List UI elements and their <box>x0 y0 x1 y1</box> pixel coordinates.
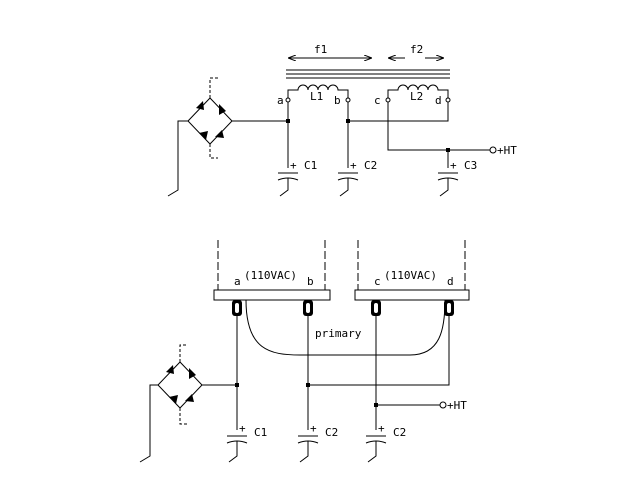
bottom-circuit: a (110VAC) b c (110VAC) d primary <box>139 240 470 463</box>
diode-icon <box>185 394 194 402</box>
plus-c1-top: + <box>290 159 297 172</box>
label-l2: L2 <box>410 90 423 103</box>
transformer-core-lines <box>286 69 450 79</box>
diode-icon <box>219 104 226 115</box>
label-top-c2: C2 <box>364 159 377 172</box>
label-bottom-b: b <box>307 275 314 288</box>
label-l1: L1 <box>310 90 323 103</box>
top-circuit: f1 f2 L1 a b L2 c d +HT <box>167 43 517 197</box>
terminal-lug-c <box>371 300 381 316</box>
diode-icon <box>199 131 208 140</box>
label-bottom-v1: (110VAC) <box>244 269 297 282</box>
terminal-lug-b <box>303 300 313 316</box>
label-f2: f2 <box>410 43 423 56</box>
capacitor-top-c2 <box>337 172 359 197</box>
label-top-ht: +HT <box>497 144 517 157</box>
label-top-c3: C3 <box>464 159 477 172</box>
diode-icon <box>169 395 178 404</box>
plus-c2-top: + <box>350 159 357 172</box>
label-primary: primary <box>315 327 362 340</box>
label-top-b: b <box>334 94 341 107</box>
label-top-d: d <box>435 94 442 107</box>
ht-terminal-bottom <box>439 401 447 409</box>
plus-c2b-bottom: + <box>378 422 385 435</box>
ht-terminal-top <box>489 146 497 154</box>
capacitor-bottom-c2a <box>297 435 319 463</box>
label-bottom-ht: +HT <box>447 399 467 412</box>
label-bottom-d: d <box>447 275 454 288</box>
label-bottom-a: a <box>234 275 241 288</box>
label-bottom-c1: C1 <box>254 426 267 439</box>
label-bottom-c2a: C2 <box>325 426 338 439</box>
diode-icon <box>189 368 196 379</box>
capacitor-top-c3 <box>437 172 459 197</box>
capacitor-bottom-c2b <box>365 435 387 463</box>
bridge-rectifier-top <box>167 77 288 197</box>
label-f1: f1 <box>314 43 327 56</box>
inductor-l1 <box>285 84 351 103</box>
plus-c1-bottom: + <box>239 422 246 435</box>
label-top-c1: C1 <box>304 159 317 172</box>
label-bottom-c: c <box>374 275 381 288</box>
label-bottom-v2: (110VAC) <box>384 269 437 282</box>
plus-c2a-bottom: + <box>310 422 317 435</box>
capacitor-top-c1 <box>277 172 299 197</box>
primary-loop <box>245 299 446 356</box>
diode-icon <box>166 365 174 374</box>
diode-icon <box>196 101 204 110</box>
bridge-rectifier-bottom <box>139 344 237 463</box>
label-top-c: c <box>374 94 381 107</box>
capacitor-bottom-c1 <box>226 435 248 463</box>
diode-icon <box>215 130 224 138</box>
terminal-lug-d <box>444 300 454 316</box>
label-top-a: a <box>277 94 284 107</box>
plus-c3-top: + <box>450 159 457 172</box>
transformer-block-right <box>354 289 470 301</box>
terminal-lug-a <box>232 300 242 316</box>
transformer-block-left <box>213 289 331 301</box>
label-bottom-c2b: C2 <box>393 426 406 439</box>
